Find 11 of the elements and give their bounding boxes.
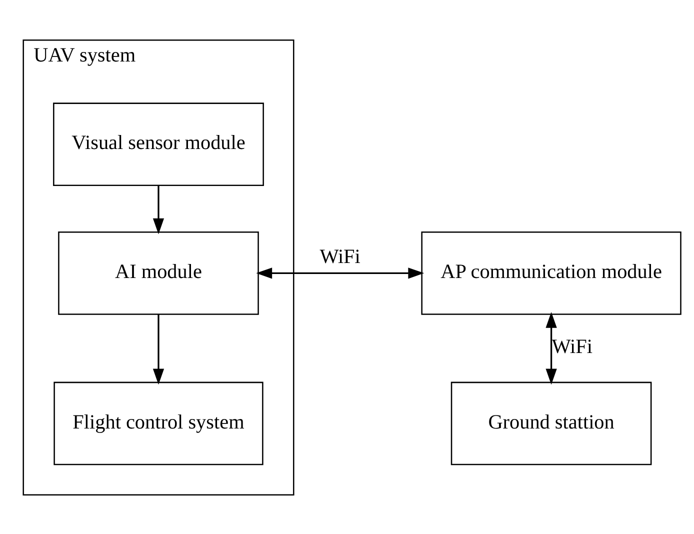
arrow — [152, 185, 164, 234]
node-box: AP communication module — [421, 231, 682, 314]
edge-label: WiFi — [552, 336, 592, 358]
node-box: AI module — [58, 231, 259, 314]
node-box: Ground stattion — [450, 381, 652, 465]
arrow — [546, 311, 557, 384]
arrow — [256, 267, 424, 278]
node-box: Visual sensor module — [53, 102, 264, 186]
arrow — [152, 314, 164, 384]
edge-label: WiFi — [320, 245, 360, 268]
node-box: Flight control system — [54, 381, 264, 465]
